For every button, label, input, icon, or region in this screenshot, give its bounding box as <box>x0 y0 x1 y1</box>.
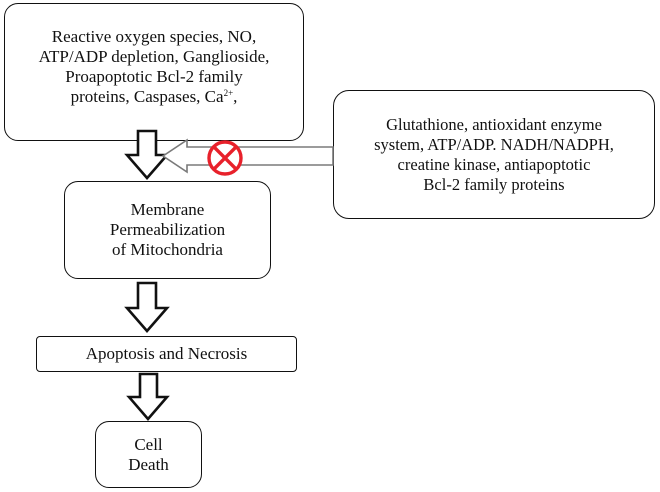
node-protective-factors-line-1: Glutathione, antioxidant enzyme <box>386 114 602 134</box>
calcium-charge-superscript: 2+ <box>223 88 234 98</box>
node-mitochondrial-stressors-line-4-text: proteins, Caspases, Ca <box>70 87 224 106</box>
node-membrane-permeabilization-line-1: Membrane <box>130 200 205 219</box>
node-membrane-permeabilization-line-3: of Mitochondria <box>112 240 223 259</box>
arrow-membrane-to-apoptosis <box>124 281 170 333</box>
arrow-triggers-to-membrane <box>124 129 170 180</box>
node-membrane-permeabilization-line-2: Permeabilization <box>109 220 226 239</box>
node-cell-death-line-1: Cell <box>134 434 163 454</box>
node-apoptosis-necrosis-label: Apoptosis and Necrosis <box>85 344 248 363</box>
node-cell-death: Cell Death <box>95 421 202 488</box>
node-protective-factors-line-3: creatine kinase, antiapoptotic <box>397 154 591 174</box>
node-protective-factors: Glutathione, antioxidant enzyme system, … <box>333 90 655 219</box>
node-mitochondrial-stressors-line-2: ATP/ADP depletion, Ganglioside, <box>38 47 270 66</box>
arrow-inhibition-from-protectors <box>161 138 334 174</box>
node-mitochondrial-stressors-line-4: proteins, Caspases, Ca2+, <box>71 87 238 107</box>
node-mitochondrial-stressors-line-3: Proapoptotic Bcl-2 family <box>65 67 243 86</box>
node-membrane-permeabilization: Membrane Permeabilization of Mitochondri… <box>64 181 271 279</box>
arrow-apoptosis-to-death <box>126 372 170 421</box>
node-mitochondrial-stressors-line-4-tail: , <box>233 87 238 106</box>
node-apoptosis-necrosis: Apoptosis and Necrosis <box>36 336 297 372</box>
node-cell-death-line-2: Death <box>128 454 169 474</box>
node-mitochondrial-stressors: Reactive oxygen species, NO, ATP/ADP dep… <box>4 3 304 141</box>
node-protective-factors-line-4: Bcl-2 family proteins <box>423 174 565 194</box>
node-mitochondrial-stressors-line-1: Reactive oxygen species, NO, <box>51 27 257 46</box>
node-protective-factors-line-2: system, ATP/ADP. NADH/NADPH, <box>374 134 614 154</box>
inhibition-x-icon <box>207 140 243 176</box>
